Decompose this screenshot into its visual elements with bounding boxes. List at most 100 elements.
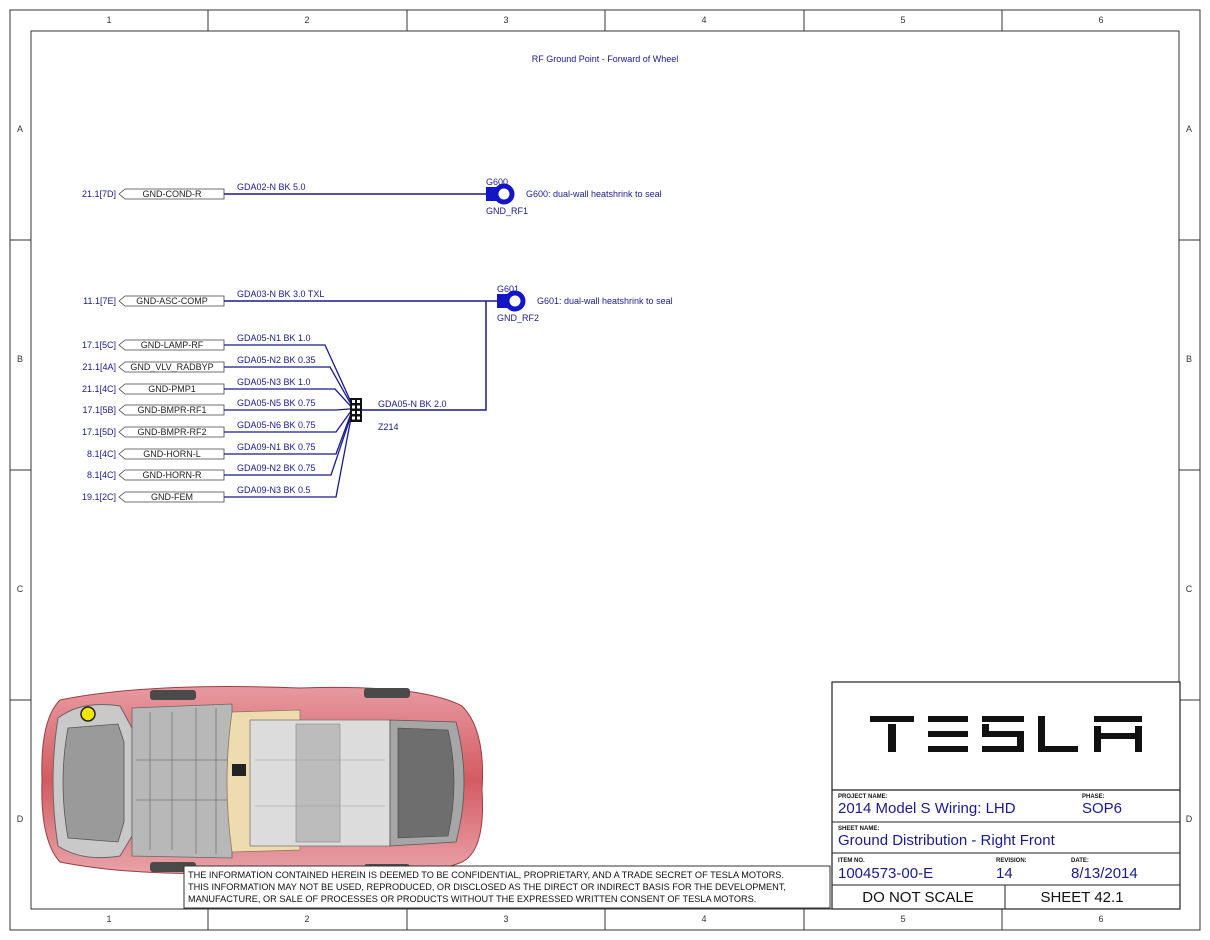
connector-name: GND-PMP1 — [148, 384, 196, 394]
splice-connection: 8.1[4C] GND-HORN-R GDA09-N2 BK 0.75 — [87, 415, 352, 481]
sheet-reference: 8.1[4C] — [87, 449, 116, 459]
wire-label: GDA09-N1 BK 0.75 — [237, 442, 316, 452]
connector-name: GND-COND-R — [143, 189, 202, 199]
ground-name: GND_RF2 — [497, 313, 539, 323]
frame-row-label: D — [17, 814, 24, 824]
scale-note: DO NOT SCALE — [862, 889, 973, 906]
frame-column-label: 6 — [1098, 15, 1103, 25]
frame-row-label: A — [1186, 124, 1192, 134]
ground-ring-icon — [493, 183, 515, 205]
frame-column-label: 2 — [304, 914, 309, 924]
revision-label: REVISION: — [996, 858, 1027, 864]
wire — [224, 366, 352, 405]
wire — [224, 410, 352, 433]
date-value: 8/13/2014 — [1071, 865, 1138, 882]
phase-label: PHASE: — [1082, 794, 1105, 800]
splice-icon — [350, 398, 362, 422]
connector-name: GND-BMPR-RF2 — [138, 427, 207, 437]
frame-row-label: C — [17, 584, 24, 594]
sheet-name: Ground Distribution - Right Front — [838, 832, 1056, 849]
wire — [224, 415, 352, 476]
wire-label: GDA05-N1 BK 1.0 — [237, 333, 311, 343]
connector-name: GND-FEM — [151, 492, 193, 502]
ground-note: G601: dual-wall heatshrink to seal — [537, 296, 673, 306]
sheet-reference: 17.1[5B] — [82, 405, 116, 415]
sheet-reference: 8.1[4C] — [87, 470, 116, 480]
splice-connection: 17.1[5B] GND-BMPR-RF1 GDA05-N5 BK 0.75 — [82, 398, 352, 416]
splice-id: Z214 — [378, 422, 399, 432]
frame-row-label: B — [1186, 354, 1192, 364]
connector-name: GND-ASC-COMP — [136, 296, 208, 306]
sheet-reference: 11.1[7E] — [83, 296, 116, 306]
frame-column-label: 5 — [900, 15, 905, 25]
tesla-logo — [870, 716, 1142, 752]
frame-column-label: 1 — [106, 914, 111, 924]
ground-ring-icon — [504, 290, 526, 312]
sheet-number: SHEET 42.1 — [1040, 889, 1123, 906]
title-block: PROJECT NAME: 2014 Model S Wiring: LHD P… — [831, 681, 1181, 910]
car-illustration — [41, 686, 484, 875]
frame-row-label: A — [17, 124, 23, 134]
wire-label: GDA09-N2 BK 0.75 — [237, 463, 316, 473]
wire-label: GDA03-N BK 3.0 TXL — [237, 289, 324, 299]
wire-label: GDA05-N6 BK 0.75 — [237, 420, 316, 430]
ground-location-marker — [80, 706, 96, 722]
notice-line: MANUFACTURE, OR SALE OF PROCESSES OR PRO… — [188, 894, 756, 904]
project-name: 2014 Model S Wiring: LHD — [838, 800, 1016, 817]
wire — [224, 408, 352, 411]
wire-label: GDA05-N5 BK 0.75 — [237, 398, 316, 408]
wire-label: GDA09-N3 BK 0.5 — [237, 485, 311, 495]
splice-connection: 19.1[2C] GND-FEM GDA09-N3 BK 0.5 — [82, 417, 352, 503]
connector-name: GND-LAMP-RF — [141, 340, 204, 350]
splice-z214: Z214 GDA05-N BK 2.0 — [350, 301, 487, 432]
frame-column-label: 4 — [701, 914, 706, 924]
frame-row-label: D — [1186, 814, 1193, 824]
wire — [224, 388, 352, 408]
item-no: 1004573-00-E — [838, 865, 933, 882]
sheet-reference: 17.1[5D] — [82, 427, 116, 437]
splice-connection: 17.1[5D] GND-BMPR-RF2 GDA05-N6 BK 0.75 — [82, 410, 352, 438]
direct-connection: 11.1[7E] GND-ASC-COMP GDA03-N BK 3.0 TXL — [83, 289, 497, 307]
connector-name: GND-BMPR-RF1 — [138, 405, 207, 415]
confidentiality-notice: THE INFORMATION CONTAINED HEREIN IS DEEM… — [183, 865, 831, 909]
frame-column-label: 3 — [503, 914, 508, 924]
wire — [224, 417, 352, 498]
frame-column-label: 6 — [1098, 914, 1103, 924]
ground-id: G600 — [486, 177, 508, 187]
connector-name: GND-HORN-R — [143, 470, 202, 480]
wire-label: GDA05-N3 BK 1.0 — [237, 377, 311, 387]
phase-value: SOP6 — [1082, 800, 1122, 817]
notice-line: THE INFORMATION CONTAINED HEREIN IS DEEM… — [188, 870, 784, 880]
wire — [224, 344, 352, 403]
wire-label: GDA02-N BK 5.0 — [237, 182, 306, 192]
connector-name: GND_VLV_RADBYP — [130, 362, 213, 372]
wire — [224, 413, 352, 455]
ground-note: G600: dual-wall heatshrink to seal — [526, 189, 662, 199]
wire-label: GDA05-N2 BK 0.35 — [237, 355, 316, 365]
date-label: DATE: — [1071, 858, 1089, 864]
frame-column-label: 2 — [304, 15, 309, 25]
sheet-reference: 21.1[7D] — [82, 189, 116, 199]
revision-value: 14 — [996, 865, 1013, 882]
ground-id: G601 — [497, 284, 519, 294]
diagram-title: RF Ground Point - Forward of Wheel — [532, 54, 679, 64]
wiring-diagram: 21.1[7D] GND-COND-R GDA02-N BK 5.0 11.1[7E]… — [82, 177, 673, 503]
project-name-label: PROJECT NAME: — [838, 794, 888, 800]
frame-row-label: B — [17, 354, 23, 364]
notice-line: THIS INFORMATION MAY NOT BE USED, REPROD… — [188, 882, 786, 892]
frame-column-label: 5 — [900, 914, 905, 924]
ground-name: GND_RF1 — [486, 206, 528, 216]
sheet-reference: 19.1[2C] — [82, 492, 116, 502]
splice-wire-label: GDA05-N BK 2.0 — [378, 399, 447, 409]
frame-column-label: 1 — [106, 15, 111, 25]
